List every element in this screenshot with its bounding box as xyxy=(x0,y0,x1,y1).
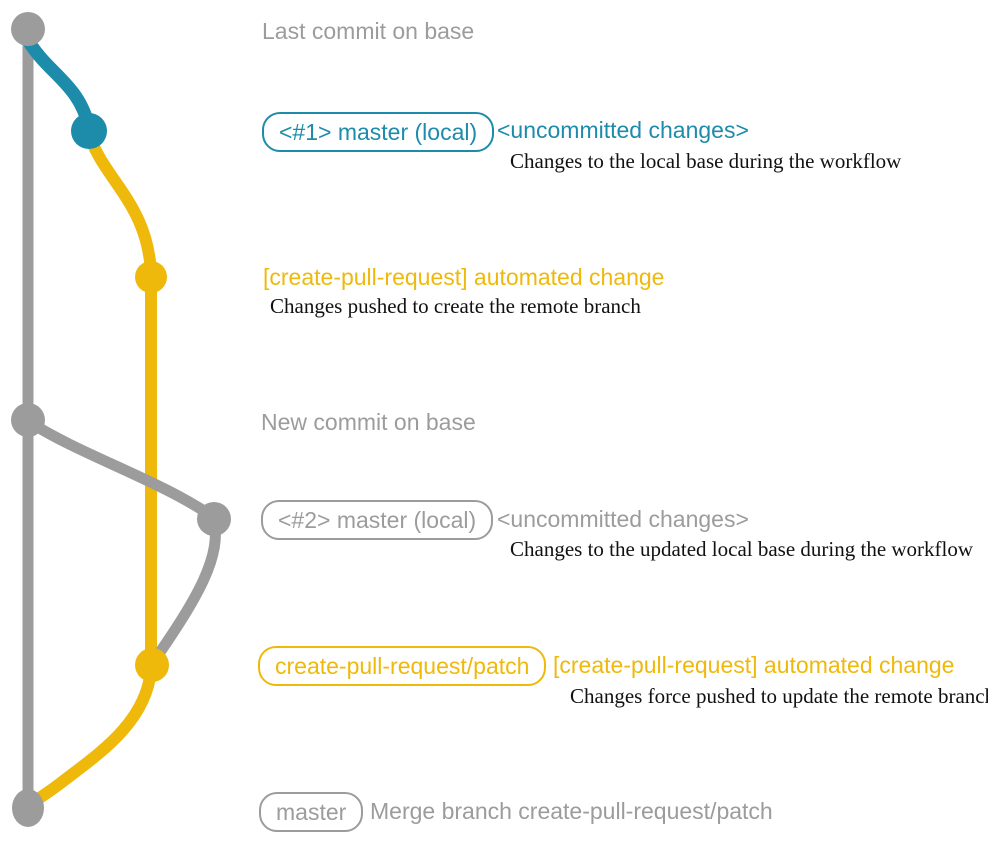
automated-change-title-2: [create-pull-request] automated change xyxy=(553,652,955,678)
commit-dot-merge xyxy=(12,789,44,827)
branch-badge-master: master xyxy=(259,792,364,832)
yellow-merge-line xyxy=(26,669,157,810)
automated-change-caption-1: Changes pushed to create the remote bran… xyxy=(270,294,641,318)
uncommitted-changes-note-1: <uncommitted changes> xyxy=(497,117,749,143)
automated-change-caption-2: Changes force pushed to update the remot… xyxy=(570,684,988,708)
commit-dot-automated-1 xyxy=(135,261,167,293)
commit-graph xyxy=(11,12,231,827)
commit-dot-uncommitted-2 xyxy=(197,502,231,536)
last-commit-label: Last commit on base xyxy=(262,18,475,44)
uncommitted-changes-caption-1: Changes to the local base during the wor… xyxy=(510,149,902,173)
yellow-branch-line xyxy=(85,136,157,663)
branch-badge-master-local-1: <#1> master (local) xyxy=(262,112,495,152)
commit-dot-uncommitted-1 xyxy=(71,113,107,149)
branch-badge-master-local-2: <#2> master (local) xyxy=(261,500,494,540)
commit-dot-automated-2 xyxy=(135,648,169,682)
new-commit-label: New commit on base xyxy=(261,409,476,435)
teal-branch-line xyxy=(23,38,96,130)
merge-branch-label: Merge branch create-pull-request/patch xyxy=(370,798,773,824)
branch-badge-create-pull-request-patch: create-pull-request/patch xyxy=(258,646,547,686)
commit-dot-last-base xyxy=(11,12,45,46)
uncommitted-changes-note-2: <uncommitted changes> xyxy=(497,506,749,532)
gray-rebase-line xyxy=(24,416,221,665)
uncommitted-changes-caption-2: Changes to the updated local base during… xyxy=(510,537,974,561)
commit-dot-new-base xyxy=(11,403,45,437)
automated-change-title-1: [create-pull-request] automated change xyxy=(263,264,665,290)
